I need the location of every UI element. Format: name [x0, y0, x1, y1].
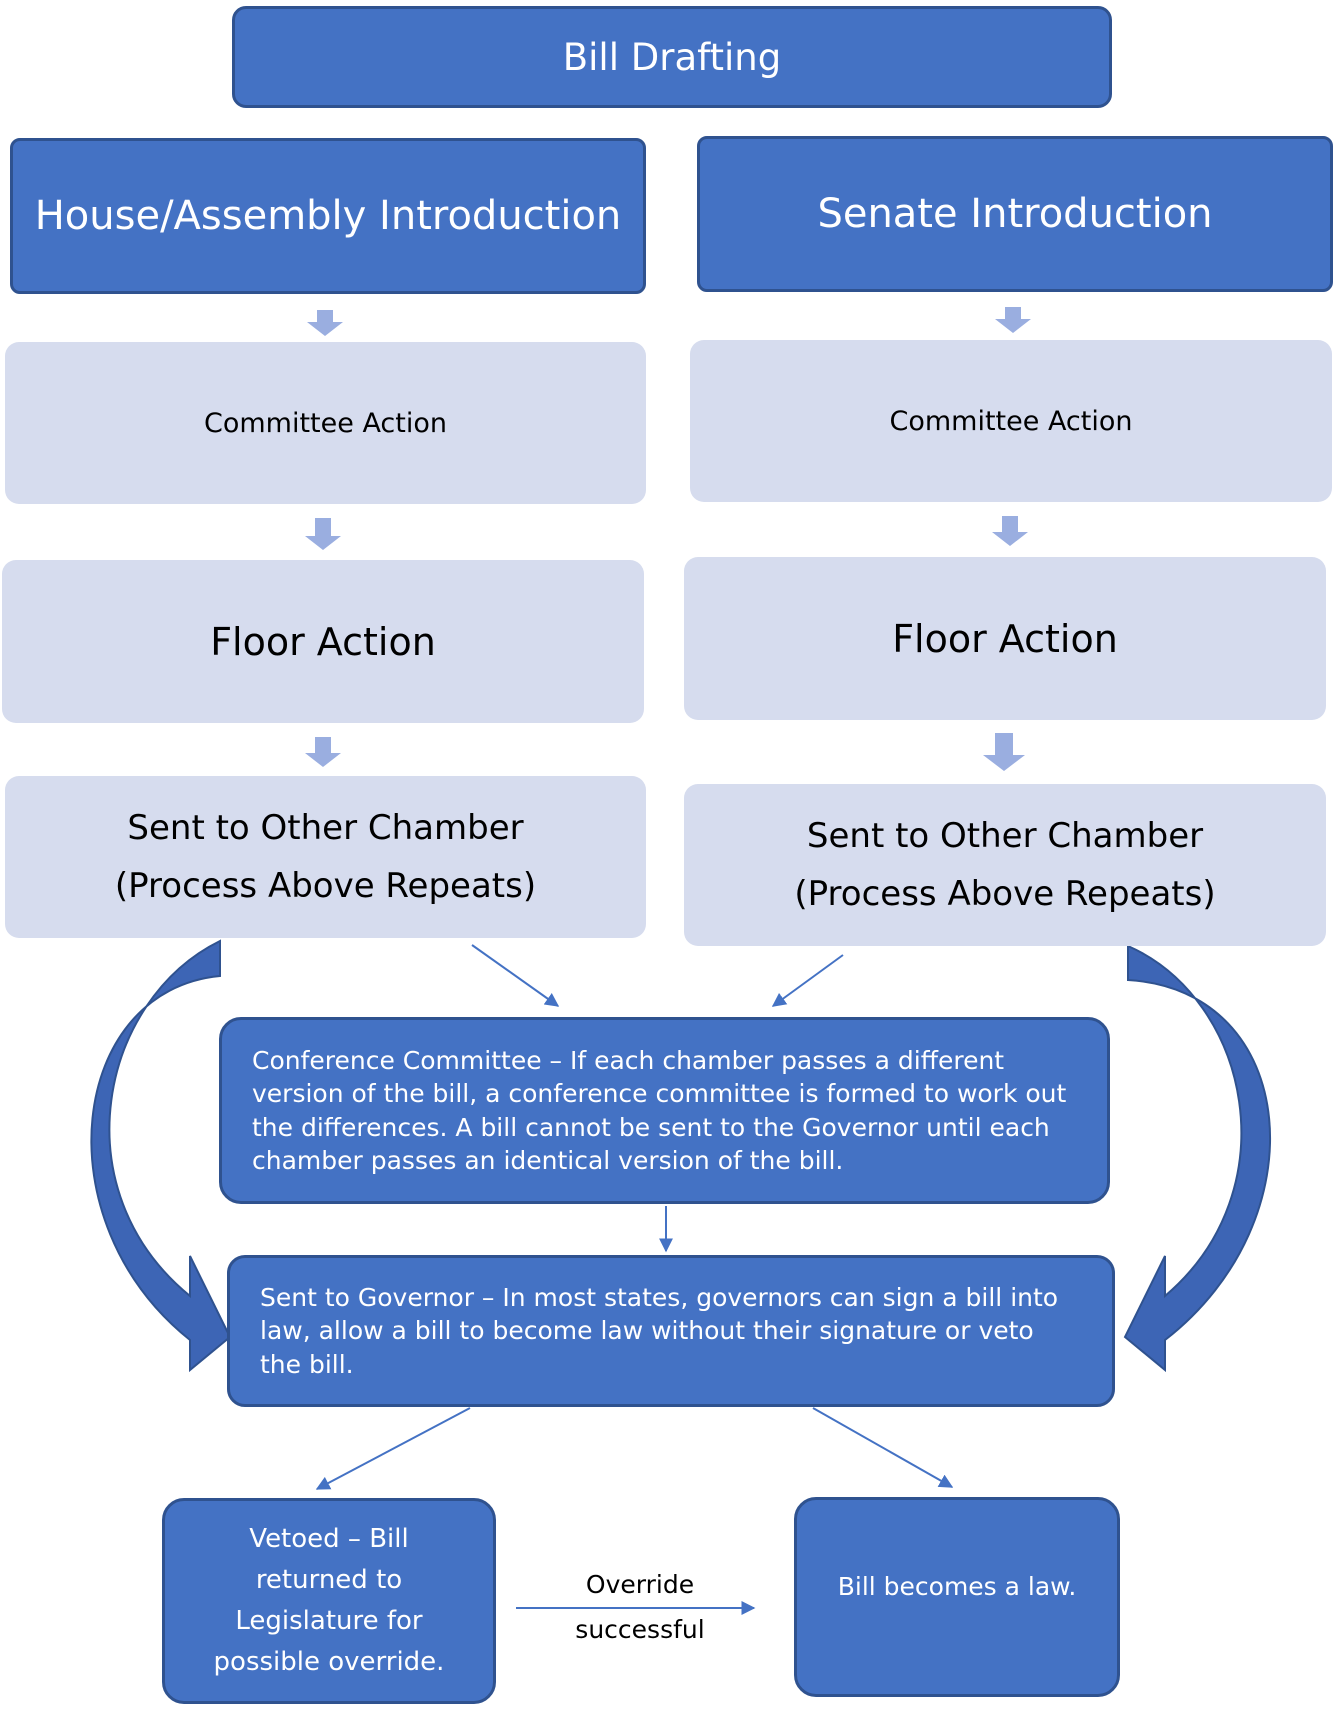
house-sent-line2: (Process Above Repeats)	[114, 866, 537, 906]
senate-sent-box: Sent to Other Chamber (Process Above Rep…	[684, 784, 1326, 946]
senate-sent-line1: Sent to Other Chamber	[806, 815, 1204, 856]
governor-box: Sent to Governor – In most states, gover…	[227, 1255, 1115, 1407]
conference-committee-text: Conference Committee – If each chamber p…	[252, 1045, 1067, 1176]
bill-drafting-box: Bill Drafting	[232, 6, 1112, 108]
house-floor-label: Floor Action	[210, 619, 436, 664]
down-arrow-icon	[983, 733, 1025, 771]
arrow-house-to-conference	[471, 944, 560, 1007]
override-label-line1: Override	[585, 1570, 695, 1599]
bill-becomes-law-box: Bill becomes a law.	[794, 1497, 1120, 1697]
bill-drafting-label: Bill Drafting	[562, 35, 782, 79]
down-arrow-icon	[992, 516, 1028, 546]
down-arrow-icon	[305, 518, 341, 550]
house-floor-box: Floor Action	[2, 560, 644, 723]
override-label-line2: successful	[575, 1615, 705, 1644]
curved-arrow-right-icon	[1123, 944, 1271, 1373]
senate-floor-label: Floor Action	[892, 616, 1118, 661]
senate-committee-box: Committee Action	[690, 340, 1332, 502]
house-introduction-label: House/Assembly Introduction	[34, 193, 622, 239]
down-arrow-icon	[305, 737, 341, 767]
senate-introduction-box: Senate Introduction	[697, 136, 1333, 292]
house-sent-line1: Sent to Other Chamber	[127, 807, 524, 848]
vetoed-box: Vetoed – Bill returned to Legislature fo…	[162, 1498, 496, 1704]
conference-committee-box: Conference Committee – If each chamber p…	[219, 1017, 1110, 1204]
down-arrow-icon	[995, 307, 1031, 333]
senate-introduction-label: Senate Introduction	[817, 191, 1213, 237]
governor-text: Sent to Governor – In most states, gover…	[260, 1282, 1059, 1379]
house-committee-label: Committee Action	[203, 407, 447, 439]
vetoed-text: Vetoed – Bill returned to Legislature fo…	[213, 1523, 445, 1678]
senate-sent-line2: (Process Above Repeats)	[794, 874, 1216, 914]
house-introduction-box: House/Assembly Introduction	[10, 138, 646, 294]
arrow-senate-to-conference	[771, 954, 844, 1007]
arrow-governor-to-vetoed	[315, 1407, 471, 1490]
arrow-governor-to-law	[812, 1407, 954, 1488]
senate-committee-label: Committee Action	[889, 405, 1133, 437]
house-sent-box: Sent to Other Chamber (Process Above Rep…	[5, 776, 646, 938]
house-committee-box: Committee Action	[5, 342, 646, 504]
down-arrow-icon	[307, 310, 343, 336]
curved-arrow-left-icon	[90, 939, 232, 1373]
bill-becomes-law-text: Bill becomes a law.	[837, 1572, 1077, 1601]
senate-floor-box: Floor Action	[684, 557, 1326, 720]
